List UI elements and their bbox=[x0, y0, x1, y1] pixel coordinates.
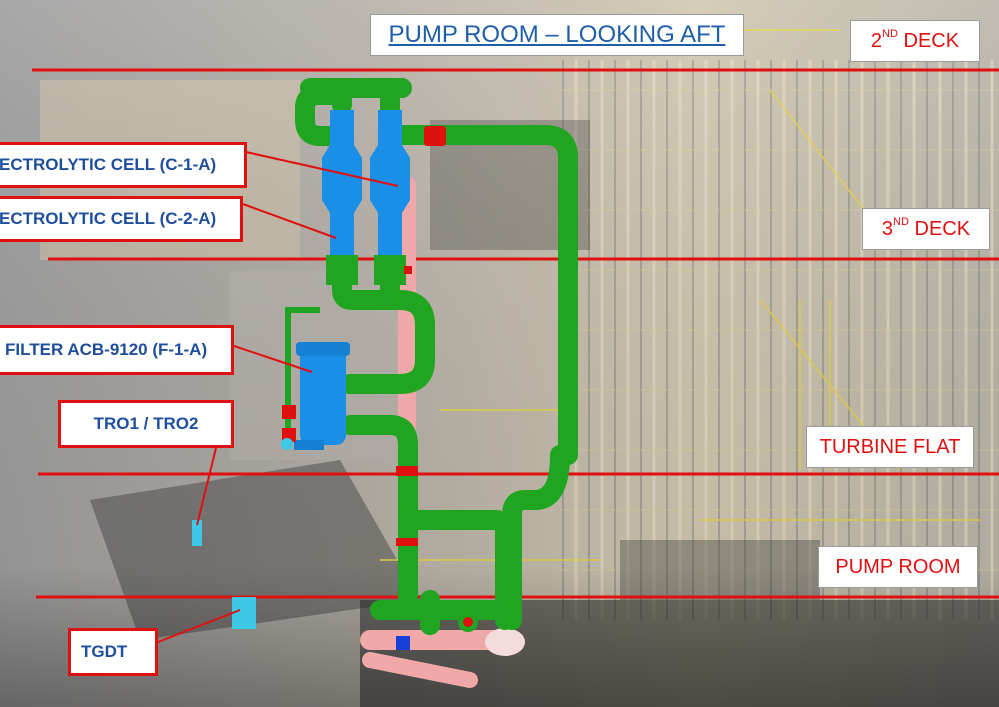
callout-tro: TRO1 / TRO2 bbox=[58, 400, 234, 448]
filter-f1a bbox=[294, 342, 350, 450]
leader-cell2 bbox=[242, 203, 337, 239]
tro-analyzer bbox=[192, 520, 202, 546]
electrolytic-cell-c2a-body bbox=[370, 110, 410, 255]
second-deck-name: DECK bbox=[903, 29, 960, 52]
electrolytic-cell-c1a-body bbox=[322, 110, 362, 255]
third-deck-name: DECK bbox=[914, 217, 971, 240]
leader-lines bbox=[157, 151, 399, 643]
callout-electrolytic-cell-c2a: ECTROLYTIC CELL (C-2-A) bbox=[0, 196, 243, 242]
callout-filter-f1a: FILTER ACB-9120 (F-1-A) bbox=[0, 325, 234, 375]
valve-small bbox=[404, 266, 412, 274]
turbine-flat-label: TURBINE FLAT bbox=[806, 426, 974, 468]
valve-lower bbox=[396, 538, 418, 546]
valve-tro1 bbox=[282, 405, 296, 419]
small-bore-pipe bbox=[285, 307, 320, 440]
green-piping bbox=[295, 78, 578, 635]
diagram-title: PUMP ROOM – LOOKING AFT bbox=[370, 14, 744, 56]
third-deck-num: 3 bbox=[881, 217, 894, 240]
leader-tgdt bbox=[157, 609, 241, 643]
pump-indicator bbox=[463, 617, 473, 627]
tro-sensor bbox=[281, 438, 293, 450]
valve-turbine bbox=[396, 466, 418, 476]
second-deck-sup: ND bbox=[882, 28, 898, 40]
second-deck-num: 2 bbox=[870, 29, 883, 52]
pump-valve-blue bbox=[396, 636, 410, 650]
leader-filter bbox=[233, 345, 313, 373]
electrolytic-cells bbox=[322, 110, 410, 285]
pump-room-label: PUMP ROOM bbox=[818, 546, 978, 588]
valve-main bbox=[424, 126, 446, 146]
pump-casing bbox=[485, 628, 525, 656]
callout-electrolytic-cell-c1a: ECTROLYTIC CELL (C-1-A) bbox=[0, 142, 247, 188]
leader-tro bbox=[196, 447, 217, 526]
leader-cell1 bbox=[245, 151, 399, 187]
valves bbox=[282, 126, 473, 627]
callout-tgdt: TGDT bbox=[68, 628, 158, 676]
tgdt-unit bbox=[232, 597, 256, 629]
third-deck-sup: ND bbox=[893, 216, 909, 228]
